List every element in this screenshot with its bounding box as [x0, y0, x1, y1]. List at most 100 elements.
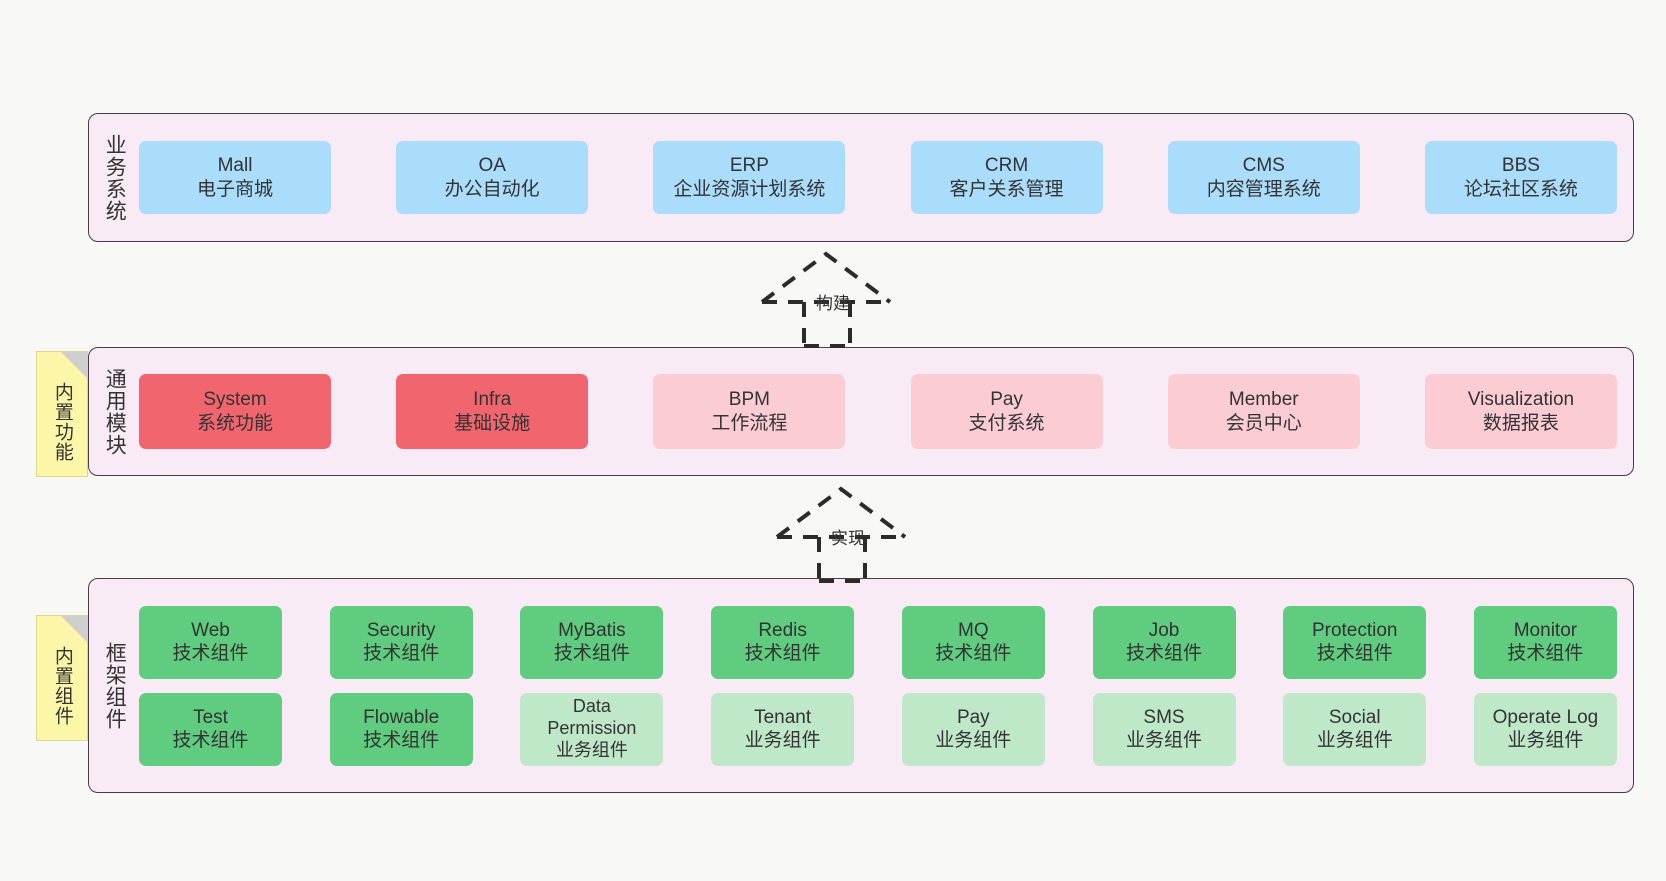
layer-row-technical: Web 技术组件 Security 技术组件 MyBatis 技术组件 Redi…: [139, 605, 1617, 679]
note-builtin-component: 内置组件: [36, 615, 88, 741]
node-bpm[interactable]: BPM 工作流程: [653, 374, 846, 449]
node-social[interactable]: Social 业务组件: [1283, 692, 1427, 766]
node-title-cn: 技术组件: [1126, 643, 1203, 664]
node-title-en: System: [203, 389, 267, 411]
note-fold-corner-icon: [61, 352, 87, 378]
node-mq[interactable]: MQ 技术组件: [901, 605, 1045, 679]
node-title-cn: 基础设施: [454, 412, 531, 434]
node-title-cn: 业务组件: [744, 730, 821, 751]
node-title-en: Social: [1328, 706, 1381, 728]
note-label: 内置组件: [51, 646, 73, 726]
node-member[interactable]: Member 会员中心: [1167, 374, 1360, 449]
node-title-cn: 技术组件: [363, 643, 440, 664]
node-title-en: Web: [191, 619, 230, 641]
node-title-cn: 企业资源计划系统: [673, 178, 826, 200]
node-visualization[interactable]: Visualization 数据报表: [1424, 374, 1617, 449]
node-title-cn: 数据报表: [1482, 412, 1559, 434]
arrow-implement: 实现: [755, 483, 955, 583]
layer-common-modules: 通用模块 System 系统功能 Infra 基础设施 BPM 工作流程 Pay…: [88, 347, 1634, 476]
node-security[interactable]: Security 技术组件: [329, 605, 473, 679]
node-operate-log[interactable]: Operate Log 业务组件: [1473, 692, 1617, 766]
node-erp[interactable]: ERP 企业资源计划系统: [653, 141, 846, 214]
node-title-cn: 技术组件: [1316, 643, 1393, 664]
node-title-cn: 内容管理系统: [1206, 178, 1321, 200]
node-title-cn: 业务组件: [1507, 730, 1584, 751]
layer-row: Mall 电子商城 OA 办公自动化 ERP 企业资源计划系统 CRM 客户关系…: [139, 141, 1617, 214]
note-builtin-function: 内置功能: [36, 351, 88, 477]
node-oa[interactable]: OA 办公自动化: [396, 141, 589, 214]
node-title-cn: 技术组件: [1507, 643, 1584, 664]
node-title-en: MQ: [958, 619, 989, 641]
node-title-en: Infra: [473, 389, 512, 411]
layer-body-common: System 系统功能 Infra 基础设施 BPM 工作流程 Pay 支付系统…: [139, 348, 1633, 475]
node-system[interactable]: System 系统功能: [139, 374, 331, 449]
node-title-cn: 技术组件: [553, 643, 630, 664]
node-data-permission[interactable]: Data Permission 业务组件: [520, 692, 664, 766]
node-title-en: ERP: [729, 155, 769, 177]
node-title-en: Pay: [956, 706, 990, 728]
node-pay[interactable]: Pay 支付系统: [910, 374, 1103, 449]
node-title-en: Protection: [1311, 619, 1398, 641]
layer-row: System 系统功能 Infra 基础设施 BPM 工作流程 Pay 支付系统…: [139, 374, 1617, 449]
layer-title-common: 通用模块: [103, 367, 127, 456]
node-mall[interactable]: Mall 电子商城: [139, 141, 331, 214]
node-title-en: MyBatis: [558, 619, 626, 641]
node-sms[interactable]: SMS 业务组件: [1092, 692, 1236, 766]
node-title-cn: 业务组件: [1126, 730, 1203, 751]
node-bbs[interactable]: BBS 论坛社区系统: [1424, 141, 1617, 214]
node-title-cn: 业务组件: [555, 739, 628, 760]
layer-title-business: 业务系统: [103, 133, 127, 222]
arrow-label-build: 构建: [816, 294, 850, 313]
node-title-cn: 技术组件: [363, 730, 440, 751]
node-title-en: CRM: [984, 155, 1029, 177]
node-redis[interactable]: Redis 技术组件: [711, 605, 855, 679]
node-title-en: BBS: [1501, 155, 1540, 177]
arrow-label-implement: 实现: [831, 529, 865, 548]
layer-body-business: Mall 电子商城 OA 办公自动化 ERP 企业资源计划系统 CRM 客户关系…: [139, 114, 1633, 241]
node-pay-component[interactable]: Pay 业务组件: [901, 692, 1045, 766]
node-title-cn: 支付系统: [968, 412, 1045, 434]
node-title-cn: 系统功能: [196, 412, 273, 434]
node-title-en: Security: [366, 619, 436, 641]
node-title-en: SMS: [1143, 706, 1185, 728]
node-title-en: Redis: [758, 619, 807, 641]
arrow-build: 构建: [740, 248, 940, 348]
node-test[interactable]: Test 技术组件: [139, 692, 282, 766]
node-title-cn: 会员中心: [1225, 412, 1302, 434]
node-title-en: Monitor: [1513, 619, 1578, 641]
node-title-en: Visualization: [1467, 389, 1575, 411]
layer-body-framework: Web 技术组件 Security 技术组件 MyBatis 技术组件 Redi…: [139, 579, 1633, 792]
layer-framework-components: 框架组件 Web 技术组件 Security 技术组件 MyBatis 技术组件…: [88, 578, 1634, 793]
layer-business-systems: 业务系统 Mall 电子商城 OA 办公自动化 ERP 企业资源计划系统 CRM…: [88, 113, 1634, 242]
node-infra[interactable]: Infra 基础设施: [396, 374, 589, 449]
node-title-cn: 技术组件: [172, 643, 249, 664]
node-flowable[interactable]: Flowable 技术组件: [329, 692, 473, 766]
node-title-en: Data Permission: [547, 696, 637, 739]
note-fold-corner-icon: [61, 616, 87, 642]
node-title-cn: 业务组件: [935, 730, 1012, 751]
node-title-en: BPM: [728, 389, 770, 411]
layer-row-business-components: Test 技术组件 Flowable 技术组件 Data Permission …: [139, 692, 1617, 766]
node-tenant[interactable]: Tenant 业务组件: [711, 692, 855, 766]
node-monitor[interactable]: Monitor 技术组件: [1473, 605, 1617, 679]
node-job[interactable]: Job 技术组件: [1092, 605, 1236, 679]
arrow-build-icon: [760, 251, 892, 348]
note-label: 内置功能: [51, 382, 73, 462]
node-title-en: Member: [1228, 389, 1299, 411]
node-title-cn: 办公自动化: [444, 178, 540, 200]
node-title-cn: 工作流程: [711, 412, 788, 434]
node-title-en: Operate Log: [1492, 706, 1599, 728]
node-cms[interactable]: CMS 内容管理系统: [1167, 141, 1360, 214]
node-crm[interactable]: CRM 客户关系管理: [910, 141, 1103, 214]
node-title-cn: 技术组件: [935, 643, 1012, 664]
arrow-implement-icon: [775, 486, 907, 583]
node-mybatis[interactable]: MyBatis 技术组件: [520, 605, 664, 679]
node-protection[interactable]: Protection 技术组件: [1283, 605, 1427, 679]
node-title-en: Job: [1148, 619, 1180, 641]
node-web[interactable]: Web 技术组件: [139, 605, 282, 679]
node-title-cn: 论坛社区系统: [1463, 178, 1578, 200]
node-title-cn: 电子商城: [196, 178, 273, 200]
node-title-en: CMS: [1242, 155, 1285, 177]
node-title-en: Tenant: [754, 706, 812, 728]
